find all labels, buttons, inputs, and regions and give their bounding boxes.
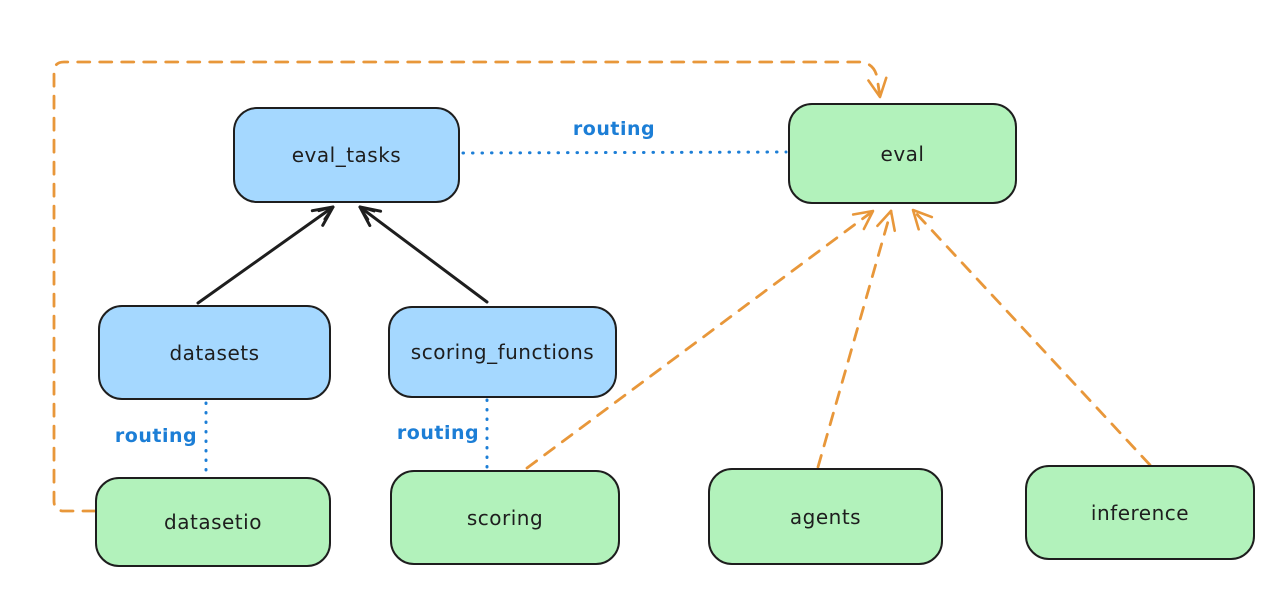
node-inference: inference <box>1025 465 1255 560</box>
node-scoring: scoring <box>390 470 620 565</box>
node-inference-label: inference <box>1090 500 1190 525</box>
node-eval: eval <box>788 103 1017 204</box>
edge-scoring-functions-to-eval-tasks <box>358 205 489 304</box>
node-scoring-functions-label: scoring_functions <box>410 340 595 364</box>
node-agents-label: agents <box>789 504 862 529</box>
edge-label-routing-datasets: routing <box>114 425 198 447</box>
edge-agents-to-eval <box>816 209 897 469</box>
node-datasetio-label: datasetio <box>164 510 262 534</box>
node-agents: agents <box>708 468 943 565</box>
edge-label-routing-scoring: routing <box>396 422 480 444</box>
node-datasets-label: datasets <box>169 340 260 365</box>
node-datasetio: datasetio <box>95 477 331 567</box>
edge-inference-to-eval <box>911 208 1152 467</box>
node-scoring-functions: scoring_functions <box>388 306 617 398</box>
node-datasets: datasets <box>98 305 331 400</box>
node-eval-tasks-label: eval_tasks <box>291 143 402 167</box>
node-eval-tasks: eval_tasks <box>233 107 460 203</box>
edge-datasets-to-eval-tasks <box>196 205 335 305</box>
edge-eval-tasks-to-eval-routing <box>461 150 788 155</box>
node-eval-label: eval <box>880 141 925 166</box>
edge-label-routing-top: routing <box>572 118 656 140</box>
node-scoring-label: scoring <box>466 505 544 530</box>
